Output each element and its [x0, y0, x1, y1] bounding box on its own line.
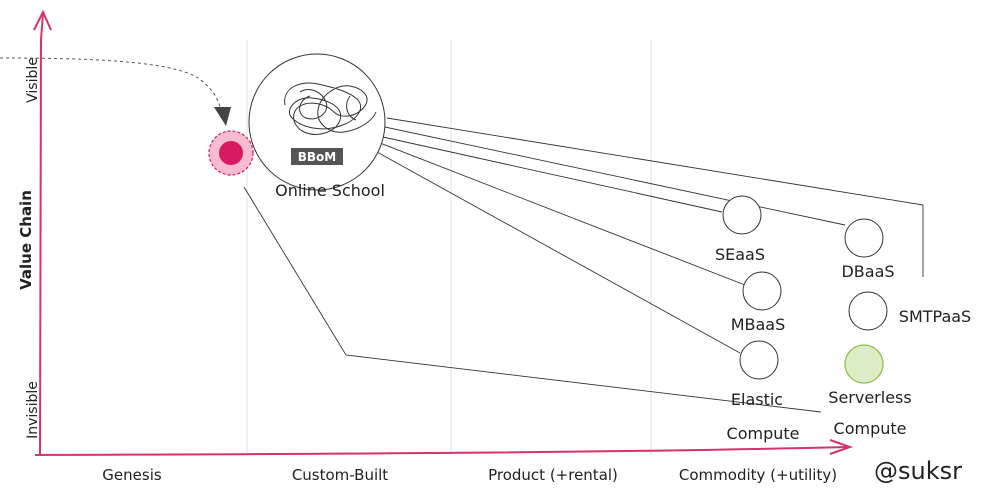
y-axis-top-label: Visible — [25, 57, 41, 103]
online-school-node — [248, 53, 386, 191]
stage-label-product: Product (+rental) — [488, 466, 618, 484]
y-axis-bottom-label: Invisible — [25, 381, 41, 439]
mbaas-node — [742, 271, 782, 311]
link-to-dbaas — [384, 126, 846, 226]
stage-label-commodity: Commodity (+utility) — [679, 466, 837, 484]
bbom-badge-label: BBoM — [298, 150, 336, 164]
x-axis-arrow-head — [829, 439, 854, 455]
dbaas-node — [844, 218, 884, 258]
serverless-compute-label-line2: Compute — [834, 419, 907, 438]
dependency-links — [243, 117, 924, 413]
elastic-compute-label-line1: Elastic — [731, 390, 783, 409]
bbom-badge — [291, 148, 343, 165]
big-ball-of-mud-scribble-icon — [284, 82, 377, 135]
link-to-serverless — [243, 186, 822, 413]
author-handle: @suksr — [874, 457, 962, 485]
link-to-seaas — [382, 136, 723, 213]
link-to-elastic — [376, 151, 741, 354]
smtpaas-label: SMTPaaS — [899, 307, 971, 326]
elastic-compute-label-line2: Compute — [727, 424, 800, 443]
stage-label-custom-built: Custom-Built — [292, 466, 388, 484]
y-axis — [39, 12, 44, 456]
user-need-arrow-icon — [214, 107, 231, 126]
user-node — [219, 141, 243, 165]
seaas-label: SEaaS — [715, 245, 765, 264]
stage-label-genesis: Genesis — [102, 466, 162, 484]
elastic-compute-node — [739, 340, 779, 380]
serverless-compute-label-line1: Serverless — [828, 388, 911, 407]
online-school-label: Online School — [275, 181, 385, 200]
link-to-mbaas — [379, 142, 746, 286]
seaas-node — [722, 195, 762, 235]
serverless-compute-node — [844, 344, 884, 384]
smtpaas-node — [848, 291, 888, 331]
y-axis-title: Value Chain — [17, 190, 35, 290]
mbaas-label: MBaaS — [731, 315, 786, 334]
user-need-dashed-path — [0, 57, 222, 111]
x-axis — [34, 446, 849, 456]
y-axis-arrow-head — [33, 9, 52, 31]
dbaas-label: DBaaS — [841, 262, 894, 281]
link-to-smtpaas — [386, 117, 924, 277]
